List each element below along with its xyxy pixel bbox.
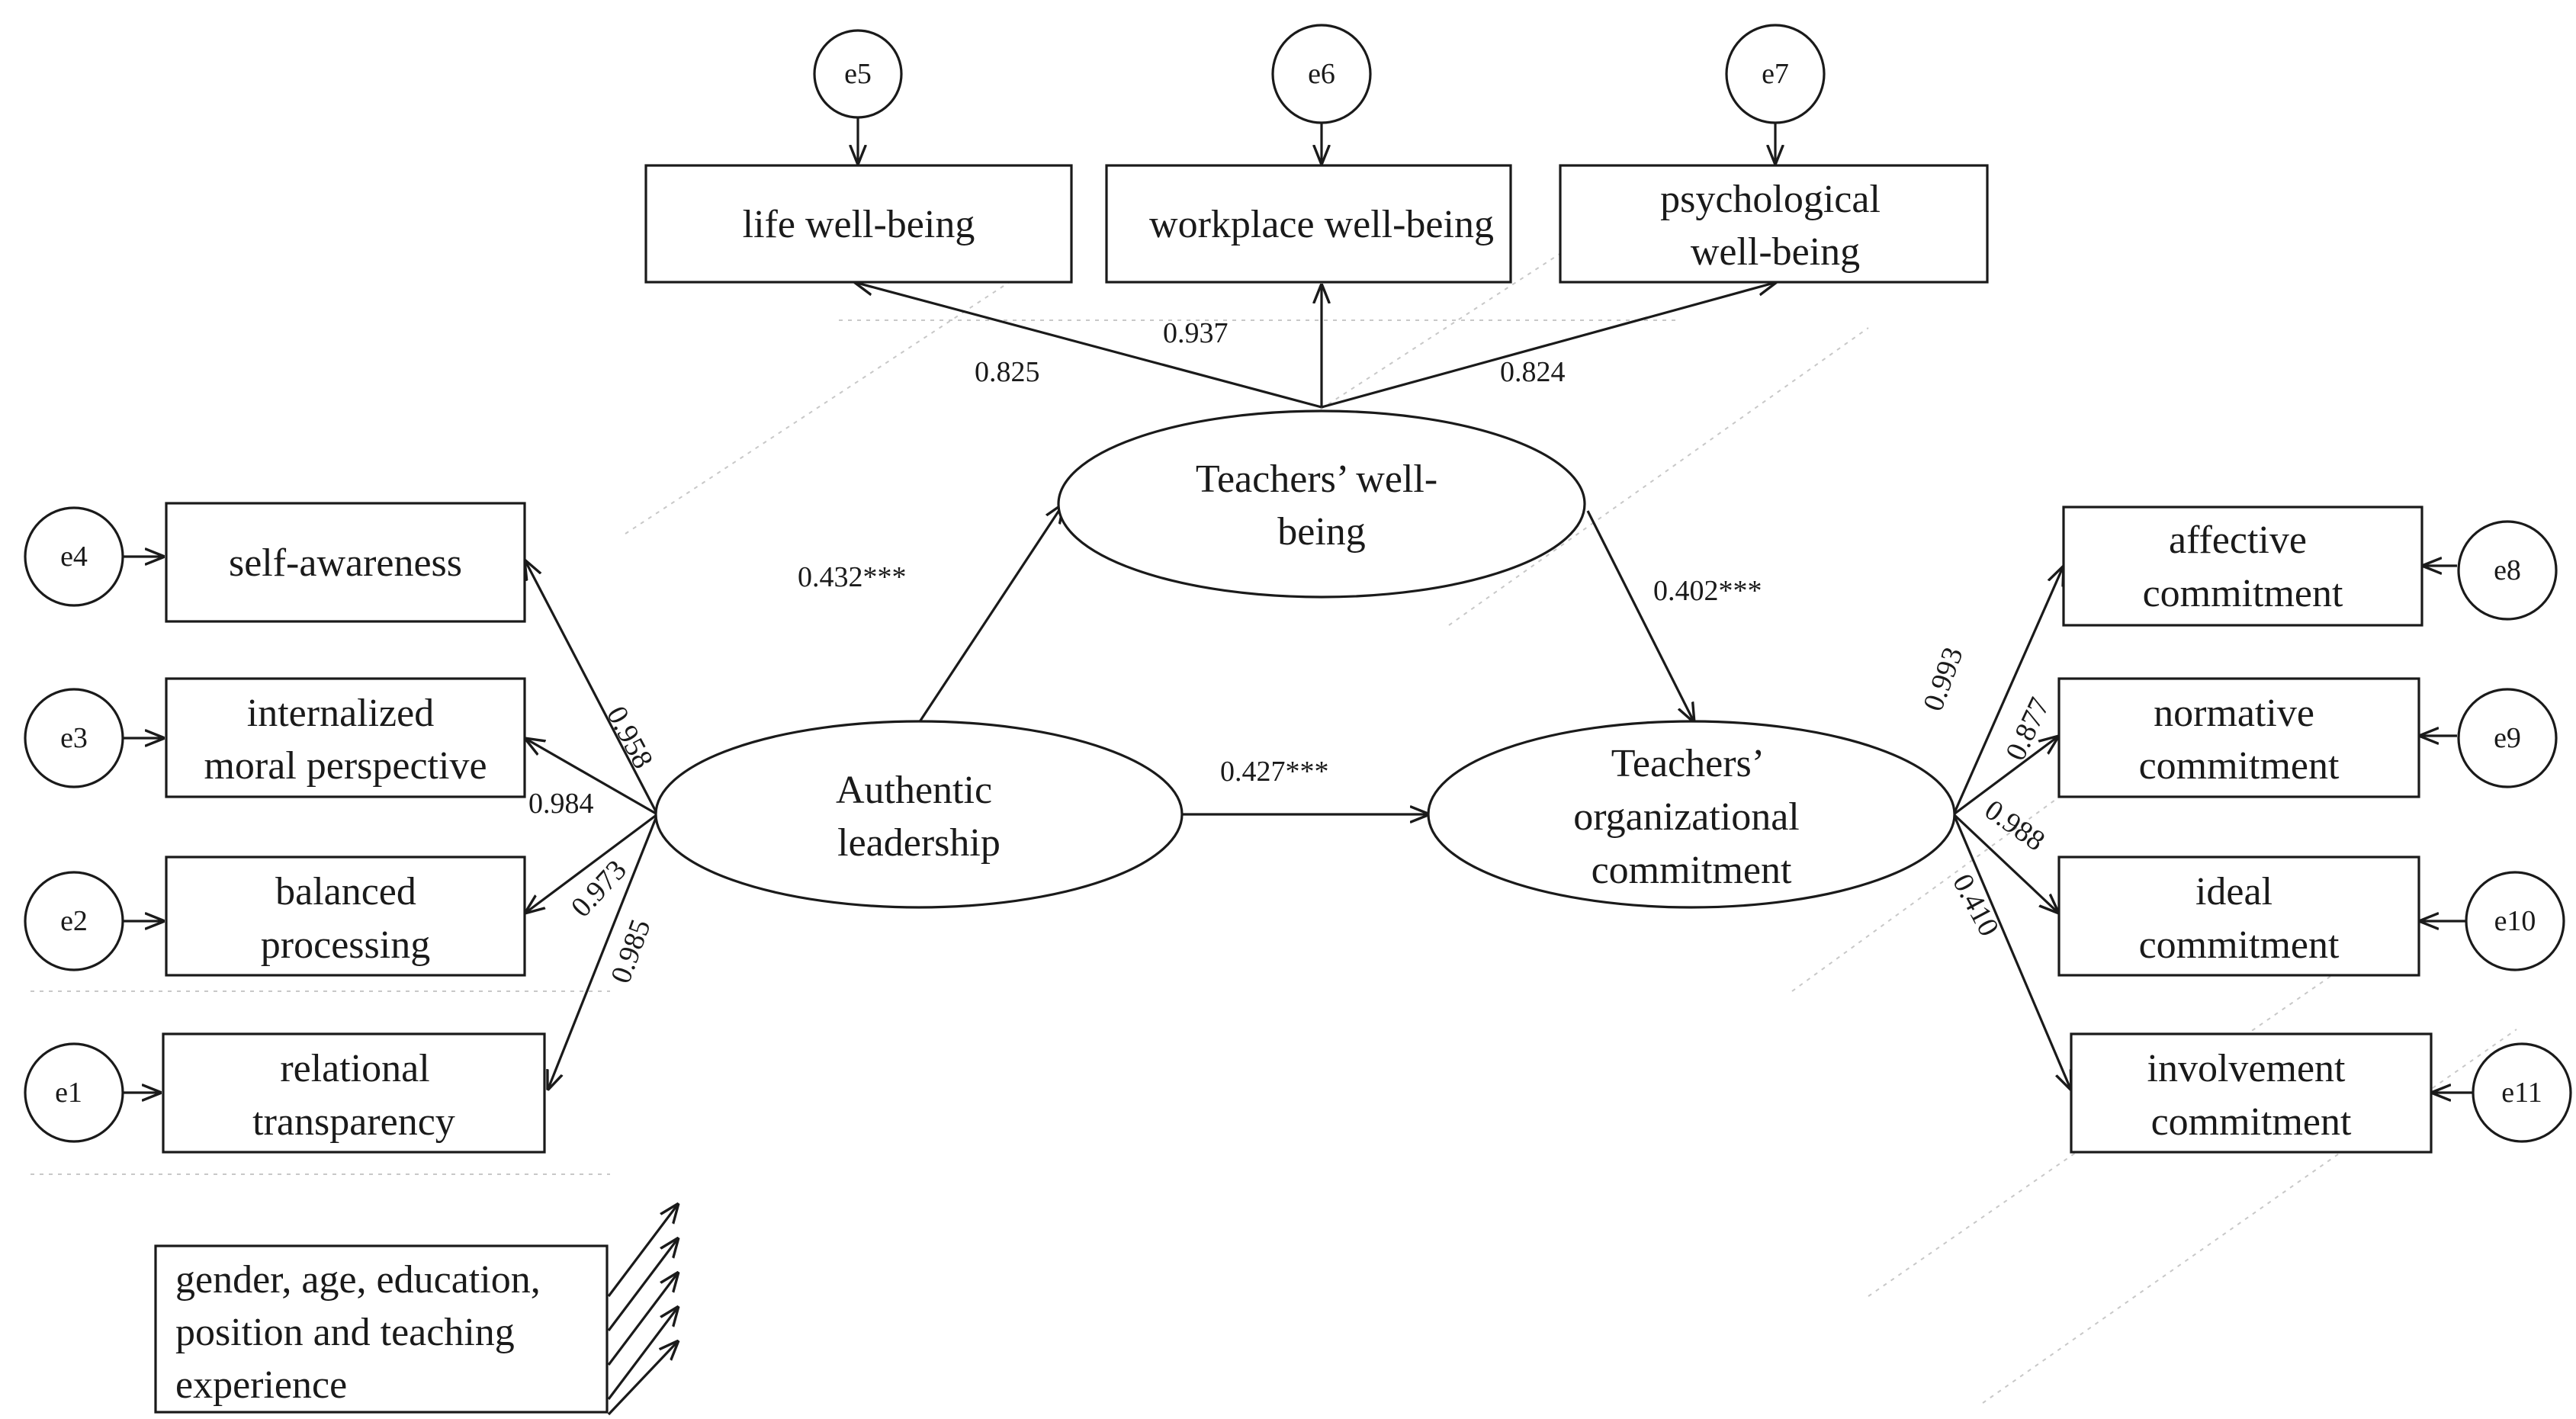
latent-variables: Teachers’ well- being Authentic leadersh… [654, 409, 1956, 909]
coef-normative-commitment: 0.877 [1999, 693, 2056, 766]
control-variables-box [154, 1244, 609, 1414]
coef-affective-commitment: 0.993 [1917, 643, 1970, 715]
indicator-box-ideal-commitment [2057, 856, 2420, 977]
latent-organizational-commitment [1427, 720, 1956, 909]
error-node-e11 [2472, 1042, 2572, 1143]
loading-arrow-relational [548, 814, 659, 1090]
error-label-e8: e8 [2494, 554, 2521, 586]
coef-wellbeing-commitment: 0.402*** [1653, 575, 1762, 607]
indicator-label-psychological-wellbeing: psychological well-being [1660, 178, 1890, 274]
indicator-box-affective-commitment [2062, 506, 2423, 627]
error-node-e7 [1725, 24, 1826, 124]
error-label-e6: e6 [1308, 58, 1335, 90]
loading-arrow-life [854, 282, 1322, 409]
loading-arrow-normative [1953, 736, 2059, 816]
coef-workplace-wellbeing: 0.937 [1163, 317, 1229, 349]
wellbeing-indicators: e5 life well-being e6 workplace well-bei… [644, 24, 1989, 284]
coef-balanced-processing: 0.973 [565, 854, 633, 923]
error-label-e9: e9 [2494, 722, 2521, 754]
indicator-box-involvement-commitment [2070, 1032, 2433, 1154]
error-label-e5: e5 [844, 58, 872, 90]
coef-leadership-wellbeing: 0.432*** [798, 561, 907, 593]
control-variables-label: gender, age, education, position and tea… [175, 1258, 551, 1407]
loading-arrow-affective [1952, 566, 2064, 815]
indicator-box-workplace-wellbeing [1105, 164, 1512, 284]
path-arrow-wellbeing-commitment [1586, 510, 1694, 723]
latent-label-authentic-leadership: Authentic leadership [836, 769, 1002, 865]
indicator-label-life-wellbeing: life well-being [743, 203, 975, 246]
edges [122, 117, 2475, 1416]
indicator-label-affective-commitment: affective commitment [2143, 518, 2343, 615]
latent-label-organizational-commitment: Teachers’ organizational commitment [1573, 742, 1810, 892]
indicator-label-normative-commitment: normative commitment [2139, 692, 2340, 788]
loading-arrow-involvement [1952, 814, 2071, 1090]
error-node-e1 [24, 1042, 124, 1143]
indicator-box-life-wellbeing [644, 164, 1073, 284]
error-node-e6 [1271, 24, 1372, 124]
loading-arrow-moral [525, 738, 658, 816]
control-arrow-3 [607, 1272, 679, 1366]
coef-involvement-commitment: 0.410 [1946, 869, 2005, 942]
leadership-indicators: e4 self-awareness e3 internalized moral … [24, 502, 546, 1154]
indicator-label-workplace-wellbeing: workplace well-being [1149, 203, 1494, 246]
coef-life-wellbeing: 0.825 [975, 356, 1040, 388]
indicator-label-ideal-commitment: ideal commitment [2139, 870, 2340, 967]
indicator-box-normative-commitment [2057, 677, 2420, 798]
coef-psychological-wellbeing: 0.824 [1500, 356, 1566, 388]
indicator-label-relational-transparency: relational transparency [252, 1047, 455, 1144]
coef-self-awareness: 0.958 [600, 701, 659, 774]
indicator-box-psychological-wellbeing [1559, 164, 1989, 284]
error-node-e10 [2465, 871, 2565, 971]
indicator-box-relational-transparency [162, 1032, 546, 1154]
error-label-e3: e3 [60, 722, 88, 754]
commitment-indicators: affective commitment e8 normative commit… [2057, 506, 2572, 1154]
control-arrow-4 [607, 1306, 679, 1400]
control-arrow-1 [607, 1203, 679, 1297]
loading-arrow-balanced [525, 813, 658, 913]
indicator-label-self-awareness: self-awareness [229, 541, 462, 585]
error-node-e5 [813, 29, 903, 119]
loading-arrow-ideal [1952, 813, 2059, 913]
indicator-label-involvement-commitment: involvement commitment [2147, 1047, 2356, 1144]
error-node-e3 [24, 688, 124, 788]
indicator-label-balanced-processing: balanced processing [261, 870, 430, 967]
error-label-e11: e11 [2501, 1077, 2542, 1109]
error-node-e9 [2457, 688, 2558, 788]
loading-arrow-psychological [1321, 282, 1777, 409]
coef-moral-perspective: 0.984 [528, 788, 594, 820]
path-arrow-leadership-wellbeing [917, 503, 1064, 724]
latent-authentic-leadership [654, 720, 1184, 909]
error-label-e1: e1 [55, 1077, 82, 1109]
loading-arrow-self-awareness [525, 560, 659, 815]
latent-teachers-wellbeing [1057, 409, 1586, 599]
error-label-e7: e7 [1762, 58, 1789, 90]
latent-label-teachers-wellbeing: Teachers’ well- being [1196, 457, 1447, 554]
control-arrow-2 [607, 1238, 679, 1331]
error-label-e2: e2 [60, 905, 88, 937]
error-node-e8 [2457, 520, 2558, 621]
error-label-e10: e10 [2494, 905, 2536, 937]
error-node-e2 [24, 871, 124, 971]
indicator-label-moral-perspective: internalized moral perspective [204, 692, 487, 788]
error-label-e4: e4 [60, 541, 88, 573]
error-node-e4 [24, 506, 124, 607]
control-arrow-5 [607, 1340, 679, 1416]
indicator-box-self-awareness [165, 502, 526, 623]
indicator-box-balanced-processing [165, 856, 526, 977]
indicator-box-moral-perspective [165, 677, 526, 798]
coef-leadership-commitment: 0.427*** [1220, 756, 1329, 788]
control-variables: gender, age, education, position and tea… [154, 1244, 609, 1414]
